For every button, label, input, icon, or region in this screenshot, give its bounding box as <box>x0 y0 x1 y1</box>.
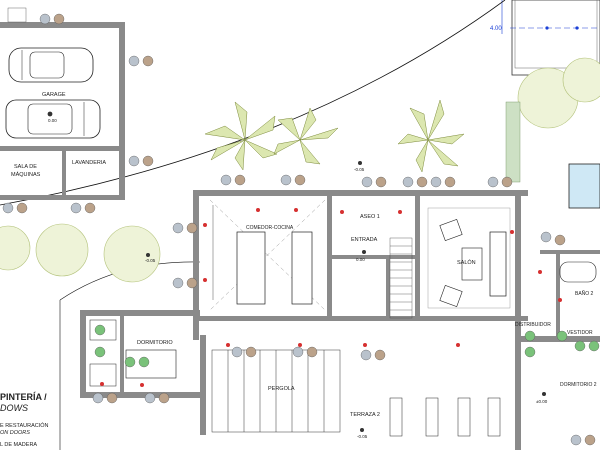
pergola <box>211 349 341 433</box>
sofa <box>489 231 507 297</box>
room-label-pergola: PERGOLA <box>268 386 295 392</box>
room-label-aseo: ASEO 1 <box>360 214 380 220</box>
room-label-bano2: BAÑO 2 <box>575 290 594 297</box>
bottom-right-level: ±0.00 <box>536 399 548 404</box>
main-house <box>80 190 600 450</box>
garage-level: 0.00 <box>48 118 57 123</box>
pool <box>568 163 600 209</box>
entrada-level: 0.00 <box>356 257 365 262</box>
legend-line-5: L DE MADERA <box>0 442 37 448</box>
coffee-table <box>461 247 483 281</box>
top-center-level: -0.05 <box>354 167 365 172</box>
legend-line-4: ON DOORS <box>0 430 30 436</box>
room-label-terraza: TERRAZA 2 <box>350 412 380 418</box>
room-label-salon: SALÓN <box>457 259 476 266</box>
sun-lounger <box>389 397 501 437</box>
room-label-distribuidor: DISTRIBUIDOR <box>515 322 551 328</box>
opening-markers <box>100 208 562 387</box>
tree-canopy <box>0 57 600 283</box>
room-label-comedor: COMEDOR-COCINA <box>246 225 294 231</box>
element-tags <box>2 13 600 446</box>
dining-table <box>236 231 266 305</box>
room-label-dormitorio2: DORMITORIO 2 <box>560 382 597 388</box>
palm-tree <box>204 99 465 173</box>
armchair <box>439 219 463 241</box>
legend-line-3: E RESTAURACIÓN <box>0 422 49 429</box>
living-room <box>427 207 511 309</box>
stairs <box>389 237 413 319</box>
room-label-maquinas: MÁQUINAS <box>11 171 41 178</box>
tree-level: -0.05 <box>145 258 156 263</box>
dining-kitchen <box>209 199 326 311</box>
kitchen-island <box>291 231 313 305</box>
terraza-level: -0.05 <box>357 434 368 439</box>
room-label-vestidor: VESTIDOR <box>567 330 593 336</box>
room-label-lavanderia: LAVANDERIA <box>72 160 106 166</box>
site-boundary-arc <box>0 0 506 206</box>
bathtub <box>559 261 597 283</box>
legend-line-1: PINTERÍA / <box>0 392 47 402</box>
car-bottom-icon <box>5 99 101 139</box>
room-label-entrada: ENTRADA <box>351 237 378 243</box>
car-top-icon <box>8 47 94 83</box>
room-label-dormitorio: DORMITORIO <box>137 340 173 346</box>
dimension-label: 4.00 <box>490 26 502 32</box>
room-label-sala: SALA DE <box>14 164 37 170</box>
room-label-garage: GARAGE <box>42 92 66 98</box>
garage-block: GARAGE 0.00 SALA DE MÁQUINAS LAVANDERIA <box>0 7 125 200</box>
legend-line-2: DOWS <box>0 403 28 413</box>
armchair <box>439 285 463 307</box>
